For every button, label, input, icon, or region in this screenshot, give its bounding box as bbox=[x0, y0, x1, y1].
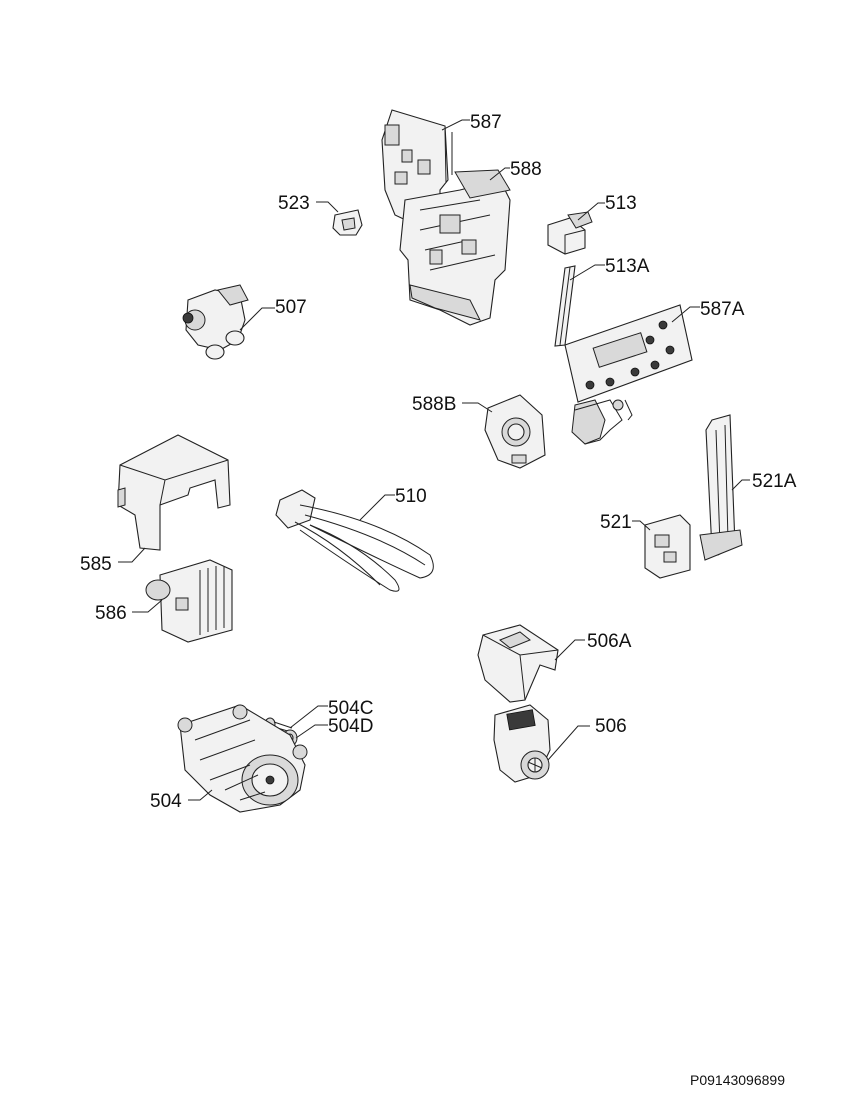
part-585-cover bbox=[117, 434, 231, 551]
part-510-heater bbox=[275, 489, 434, 592]
label-513a: 513A bbox=[605, 256, 650, 277]
leader-587a bbox=[671, 306, 700, 323]
label-585: 585 bbox=[80, 554, 112, 575]
label-523: 523 bbox=[278, 193, 310, 214]
part-587-588-board-holder bbox=[381, 109, 511, 326]
part-504-motor bbox=[177, 704, 308, 813]
leader-504c bbox=[289, 705, 328, 729]
label-504c: 504C bbox=[328, 698, 373, 719]
leader-586 bbox=[132, 599, 163, 613]
label-588: 588 bbox=[510, 159, 542, 180]
leader-506 bbox=[547, 725, 590, 761]
leader-521 bbox=[632, 520, 651, 531]
label-504d: 504D bbox=[328, 716, 373, 737]
part-523-clip bbox=[332, 209, 363, 236]
leader-521a bbox=[731, 479, 750, 491]
document-code: P09143096899 bbox=[690, 1072, 785, 1088]
part-506-drain-pump bbox=[493, 704, 551, 783]
part-588b-knob-module bbox=[484, 394, 546, 469]
label-587: 587 bbox=[470, 112, 502, 133]
leader-507 bbox=[239, 307, 275, 331]
label-504: 504 bbox=[150, 791, 182, 812]
leader-513 bbox=[577, 202, 605, 221]
leader-506a bbox=[554, 639, 585, 661]
label-586: 586 bbox=[95, 603, 127, 624]
leader-504 bbox=[188, 789, 213, 801]
label-506a: 506A bbox=[587, 631, 632, 652]
part-586-filter-module bbox=[145, 559, 233, 643]
leader-588 bbox=[489, 167, 510, 181]
label-521: 521 bbox=[600, 512, 632, 533]
label-513: 513 bbox=[605, 193, 637, 214]
part-507-inlet-valve bbox=[182, 284, 249, 360]
part-587a-display-board bbox=[564, 304, 693, 445]
label-588b: 588B bbox=[412, 394, 456, 415]
part-513a-rod bbox=[554, 265, 576, 347]
leader-510 bbox=[359, 494, 395, 521]
leader-523 bbox=[316, 201, 339, 213]
part-521a-bracket bbox=[699, 414, 743, 561]
label-506: 506 bbox=[595, 716, 627, 737]
part-506a-pump-cover bbox=[477, 624, 559, 703]
leader-588b bbox=[462, 402, 493, 413]
leader-504d bbox=[295, 724, 328, 739]
part-513-sensor bbox=[547, 211, 593, 255]
leader-585 bbox=[118, 547, 146, 563]
part-521-door-lock bbox=[644, 514, 691, 579]
leader-513a bbox=[569, 264, 605, 281]
label-507: 507 bbox=[275, 297, 307, 318]
label-521a: 521A bbox=[752, 471, 797, 492]
leader-587 bbox=[441, 119, 470, 131]
label-510: 510 bbox=[395, 486, 427, 507]
label-587a: 587A bbox=[700, 299, 745, 320]
